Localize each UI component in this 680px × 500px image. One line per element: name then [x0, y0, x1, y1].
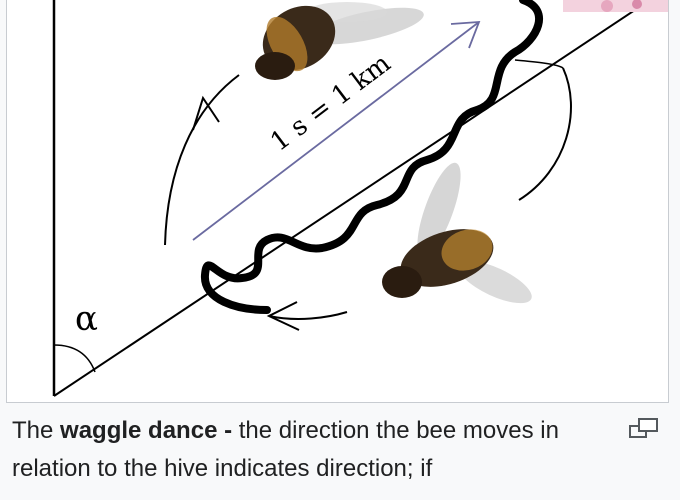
bee-top [255, 2, 424, 80]
scale-arrow [192, 21, 480, 241]
caption-term: waggle dance [60, 417, 218, 444]
bottom-loop-arrowhead [266, 301, 300, 331]
waggle-dance-diagram: α 1 s = 1 km [52, 0, 668, 397]
left-loop-arrowhead [192, 95, 220, 131]
enlarge-icon [629, 418, 658, 438]
flower-corner [563, 0, 668, 12]
bottom-return-loop [268, 311, 348, 320]
direction-line [53, 1, 648, 397]
waggle-dance-figure[interactable]: α 1 s = 1 km [6, 0, 669, 403]
magnify-clip-icon[interactable] [629, 417, 659, 439]
figure-caption: The waggle dance - the direction the bee… [12, 412, 622, 488]
angle-arc [53, 344, 96, 373]
bee-bottom [382, 162, 532, 304]
left-return-loop [164, 74, 240, 246]
scale-arrowhead [450, 21, 481, 49]
angle-label: α [75, 299, 98, 339]
caption-prefix: The [12, 417, 61, 444]
caption-text: the direction the bee moves in relation … [12, 417, 559, 482]
waggle-path [201, 0, 544, 314]
caption-dash: - [217, 417, 233, 444]
right-return-loop [518, 67, 572, 201]
